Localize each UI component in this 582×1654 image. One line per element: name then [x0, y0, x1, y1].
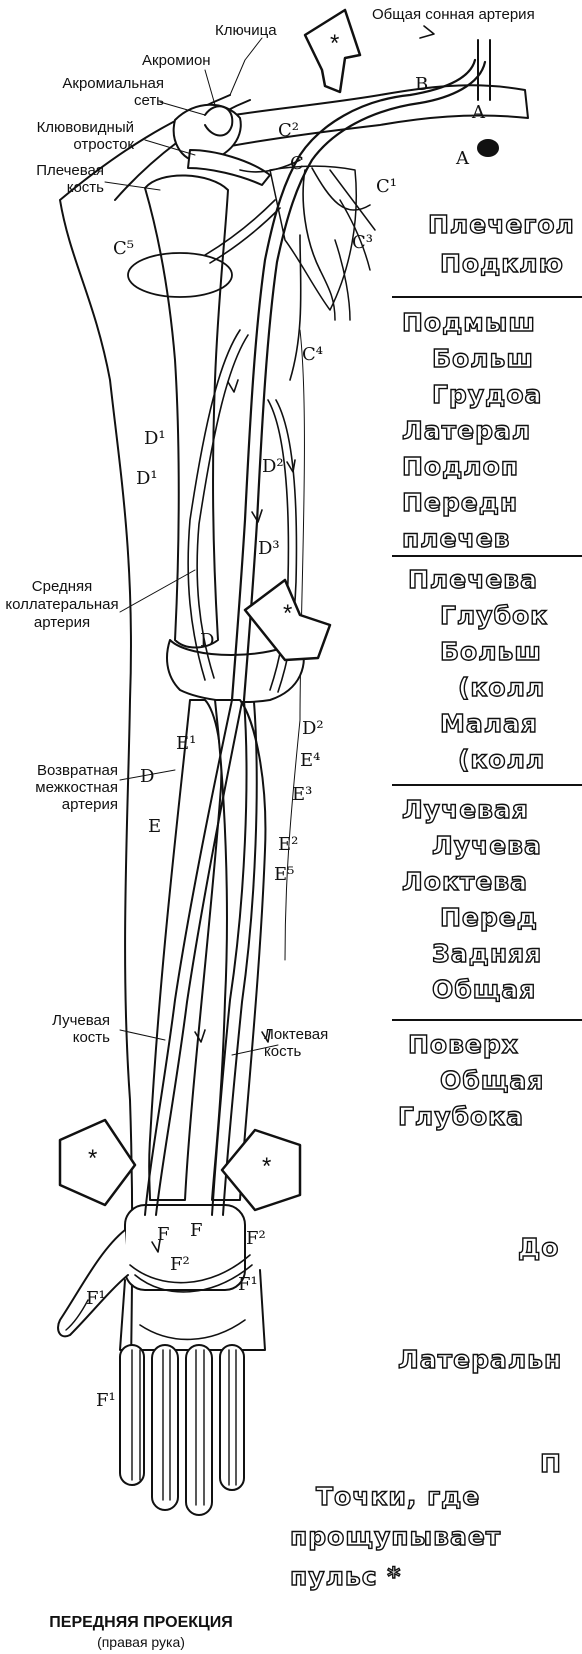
letter-D2-a: D²	[262, 458, 284, 475]
key-line: До	[518, 1233, 559, 1263]
pulse-note-line: прощупывает	[290, 1522, 501, 1552]
pulse-asterisk-wrist-right: *	[262, 1158, 271, 1175]
key-line: Малая	[440, 709, 538, 739]
carpals	[125, 1205, 245, 1290]
figure-caption: ПЕРЕДНЯЯ ПРОЕКЦИЯ	[0, 1614, 432, 1632]
letter-E: E	[148, 818, 161, 835]
label-acromial-net-1: Акромиальная	[30, 75, 164, 92]
radius	[149, 700, 221, 1200]
pulse-marker-wrist-left	[60, 1120, 135, 1205]
key-line: плечев	[402, 524, 510, 554]
letter-E2: E²	[278, 836, 298, 853]
label-recurrent-interosseous-1: Возвратная	[0, 762, 118, 779]
key-line: Общая	[440, 1066, 544, 1096]
letter-F: F	[157, 1226, 170, 1243]
label-ulna-2: кость	[264, 1043, 301, 1060]
key-line: Плечегол	[428, 210, 575, 240]
pulse-note-line: пульс *	[290, 1562, 401, 1592]
key-line: Грудоа	[432, 380, 542, 410]
letter-F2-b: F²	[170, 1256, 190, 1273]
label-coracoid-2: отросток	[8, 136, 134, 153]
key-line: Подмыш	[402, 308, 536, 338]
thumb	[58, 1230, 128, 1336]
fingers	[120, 1345, 244, 1515]
humerus	[145, 175, 228, 647]
label-humerus-2: кость	[8, 179, 104, 196]
label-middle-collateral-2: коллатеральная	[0, 596, 124, 613]
letter-C: C	[290, 155, 304, 172]
letter-D1-b: D¹	[136, 470, 158, 487]
key-line: Глубок	[440, 601, 548, 631]
label-acromion: Акромион	[142, 52, 211, 69]
pulse-asterisk-neck: *	[330, 35, 339, 52]
label-acromial-net-2: сеть	[30, 92, 164, 109]
label-common-carotid: Общая сонная артерия	[372, 6, 535, 23]
letter-E5: E⁵	[274, 866, 294, 883]
letter-C3: C³	[352, 234, 373, 251]
key-line: Глубока	[398, 1102, 524, 1132]
letter-F1-a: F¹	[86, 1290, 106, 1307]
letter-A: A	[472, 104, 485, 121]
key-line: Перед	[440, 903, 538, 933]
label-recurrent-interosseous-3: артерия	[0, 796, 118, 813]
figure-subcaption: (правая рука)	[0, 1634, 432, 1650]
letter-F1-c: F¹	[96, 1392, 116, 1409]
key-line: Латерал	[402, 416, 531, 446]
key-line: Подклю	[440, 249, 564, 279]
label-radius-1: Лучевая	[20, 1012, 110, 1029]
letter-E1: E¹	[176, 735, 196, 752]
key-line: Лучевая	[402, 795, 529, 825]
key-line: Общая	[432, 975, 536, 1005]
letter-E4: E⁴	[300, 752, 320, 769]
artery-section	[478, 140, 498, 156]
letter-C4: C⁴	[302, 346, 323, 363]
label-humerus-1: Плечевая	[8, 162, 104, 179]
key-line: Латеральн	[398, 1345, 562, 1375]
key-line: Задняя	[432, 939, 542, 969]
label-coracoid-1: Клювовидный	[8, 119, 134, 136]
key-line: Подлоп	[402, 452, 519, 482]
letter-B: B	[415, 76, 428, 93]
letter-D1-a: D¹	[144, 430, 166, 447]
label-middle-collateral-3: артерия	[0, 614, 124, 631]
letter-C5: C⁵	[113, 240, 134, 257]
pulse-asterisk-arm: *	[283, 605, 292, 622]
key-line: Больш	[440, 637, 542, 667]
letter-F-b: F	[190, 1222, 203, 1239]
pulse-note-line: Точки, где	[316, 1482, 480, 1512]
label-recurrent-interosseous-2: межкостная	[0, 779, 118, 796]
key-line: Лучева	[432, 831, 542, 861]
letter-E3: E³	[292, 786, 312, 803]
label-radius-2: кость	[20, 1029, 110, 1046]
label-ulna-1: Локтевая	[264, 1026, 328, 1043]
key-line: (колл	[458, 745, 545, 775]
letter-D3: D³	[258, 540, 280, 557]
palmar-arch-deep	[140, 1320, 245, 1339]
pulse-asterisk-wrist-left: *	[88, 1150, 97, 1167]
key-line: Локтева	[402, 867, 528, 897]
key-line: П	[540, 1449, 562, 1479]
label-middle-collateral-1: Средняя	[0, 578, 124, 595]
key-line: (колл	[458, 673, 545, 703]
letter-F2-a: F²	[246, 1230, 266, 1247]
label-clavicle: Ключица	[215, 22, 277, 39]
letter-D2-b: D²	[302, 720, 324, 737]
letter-F1-b: F¹	[238, 1276, 258, 1293]
letter-C1: C¹	[376, 178, 397, 195]
key-line: Больш	[432, 344, 534, 374]
letter-A-2: A	[456, 150, 469, 167]
key-line: Плечева	[408, 565, 538, 595]
letter-D: D	[140, 768, 154, 785]
letter-D-top: D	[200, 632, 214, 649]
letter-C2: C²	[278, 122, 299, 139]
key-line: Передн	[402, 488, 518, 518]
key-line: Поверх	[408, 1030, 519, 1060]
